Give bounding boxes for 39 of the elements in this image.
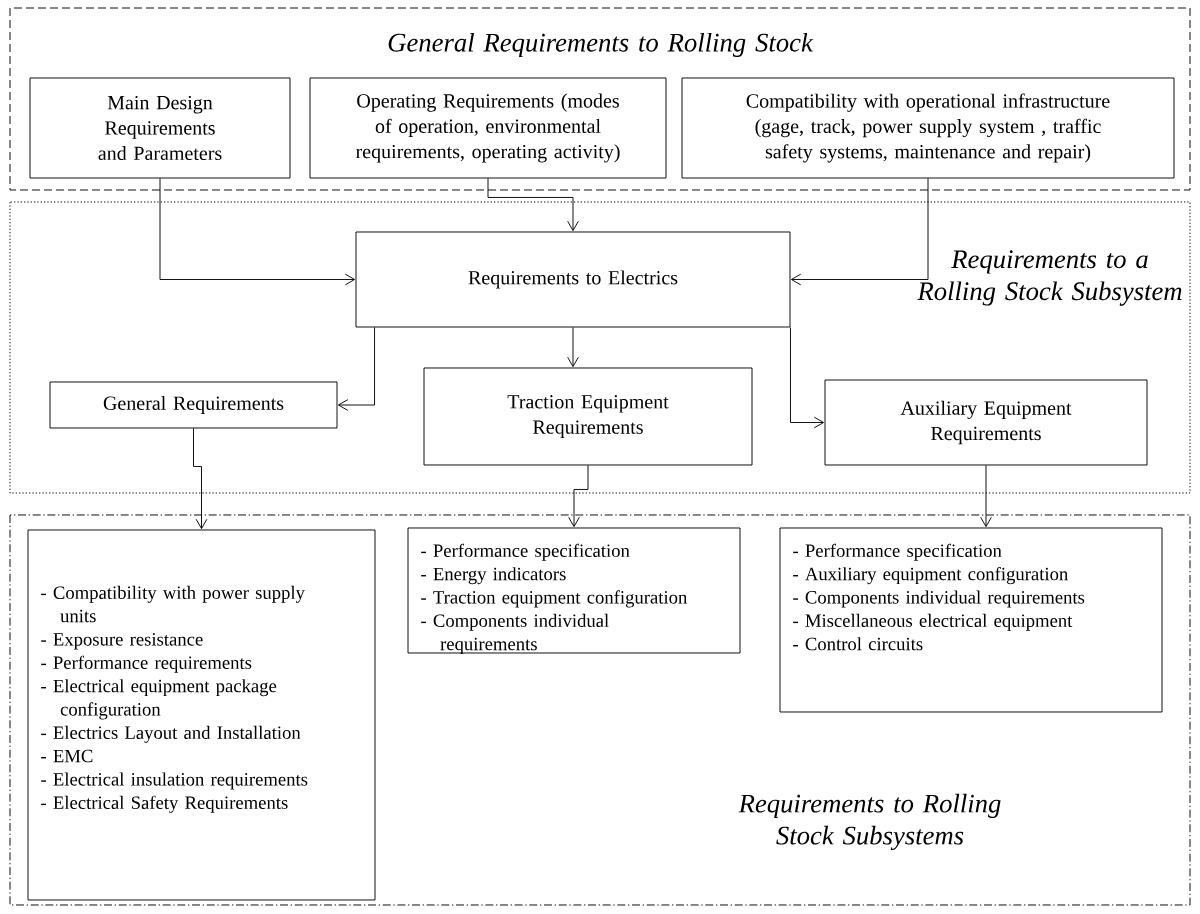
requirement-box: Main Design Requirements and Parameters (29, 77, 291, 179)
list-item: - Components individual requirements (421, 613, 609, 655)
arrow (790, 178, 929, 286)
arrow (790, 327, 825, 429)
arrow (568, 465, 589, 528)
list-item: - Energy indicators (421, 567, 566, 585)
list-item: - EMC (41, 749, 93, 763)
requirement-box: Operating Requirements (modes of operation, environmental requirements, operating activity) (309, 77, 667, 179)
list-item: - Electrics Layout and Installation (41, 725, 301, 743)
arrow (159, 178, 356, 286)
arrow (980, 465, 992, 528)
group-title: General Requirements to Rolling Stock (388, 32, 814, 58)
list-item: - Performance requirements (41, 655, 252, 673)
arrow (193, 428, 208, 530)
requirement-box: Traction Equipment Requirements (423, 367, 753, 466)
arrow (337, 327, 375, 411)
list-item: - Auxiliary equipment configuration (793, 567, 1068, 585)
list-item: - Traction equipment configuration (421, 590, 688, 608)
list-item: - Compatibility with power supply units (41, 585, 305, 623)
requirement-box: Requirements to Electrics (355, 231, 791, 328)
list-item: - Performance specification (421, 543, 630, 561)
list-item: - Components individual requirements (793, 590, 1085, 608)
list-item: - Miscellaneous electrical equipment (793, 613, 1073, 631)
arrow (487, 178, 579, 232)
group-title: Requirements to Rolling Stock Subsystems (738, 793, 1001, 851)
list-item: - Electrical insulation requirements (41, 772, 308, 790)
requirement-box: General Requirements (49, 381, 338, 429)
list-box (407, 527, 741, 654)
list-item: - Electrical equipment package configuration (41, 679, 277, 720)
list-item: - Electrical Safety Requirements (41, 795, 288, 813)
list-box (27, 529, 376, 901)
requirement-box: Compatibility with operational infrastructure (gage, track, power supply system , traffic safety systems, maintenance and repair) (681, 77, 1175, 179)
list-item: - Exposure resistance (41, 633, 203, 650)
list-item: - Control circuits (793, 637, 923, 651)
arrow (567, 327, 579, 368)
group-title: Requirements to a Rolling Stock Subsystem (917, 250, 1182, 306)
requirement-box: Auxiliary Equipment Requirements (824, 379, 1148, 466)
list-box (779, 527, 1163, 713)
list-item: - Performance specification (793, 543, 1002, 561)
